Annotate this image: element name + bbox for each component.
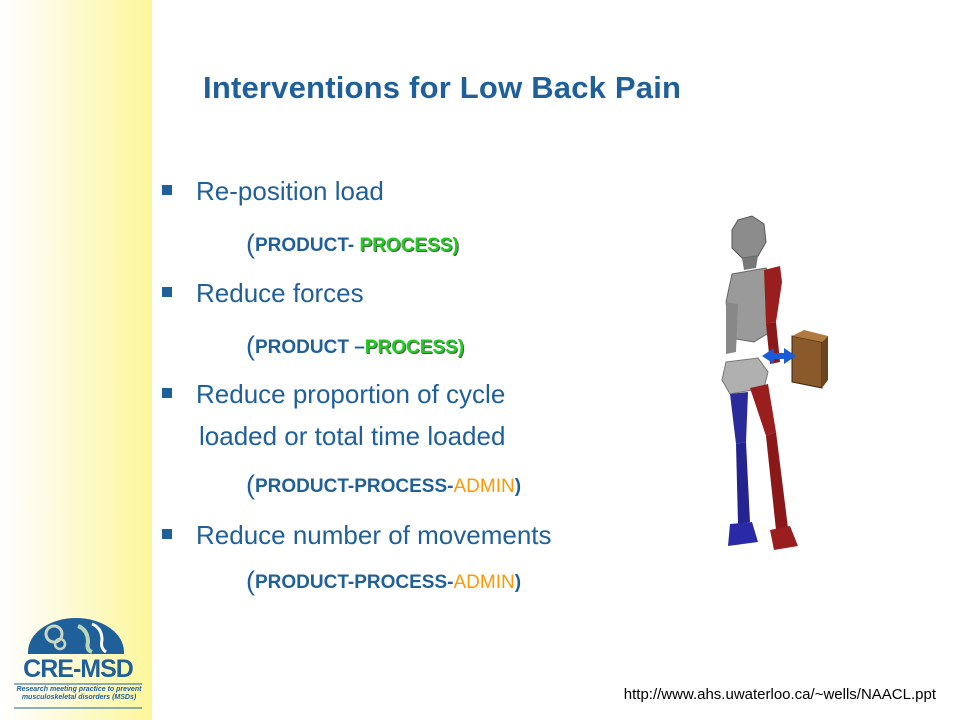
close-paren: ): [452, 235, 459, 256]
bullet-item-4: Reduce number of movements: [162, 520, 552, 551]
open-paren: (: [246, 470, 255, 500]
close-paren: ): [514, 476, 522, 497]
left-yellow-band: [0, 0, 152, 720]
open-paren: (: [246, 566, 255, 596]
product-label: PRODUCT –: [255, 337, 365, 358]
bullet-square-icon: [162, 185, 172, 196]
logo-tagline-line-2: musculoskeletal disorders (MSDs): [21, 694, 137, 701]
admin-label: ADMIN: [453, 476, 515, 497]
admin-label: ADMIN: [453, 572, 515, 593]
bullet-item-2: Reduce forces: [162, 278, 364, 309]
sub-label-3: (PRODUCT-PROCESS-ADMIN): [246, 470, 521, 501]
mannequin-lifting-figure: [721, 215, 828, 550]
logo-wordmark: CRE-MSD: [23, 655, 134, 683]
sub-label-1: (PRODUCT- PROCESS): [246, 229, 459, 260]
bullet-text: Reduce forces: [196, 278, 364, 308]
product-label: PRODUCT-PROCESS-: [255, 476, 454, 497]
cre-msd-logo: [14, 618, 142, 709]
logo-tagline: Research meeting practice to prevent mus…: [14, 686, 144, 702]
bullet-item-3-continuation: loaded or total time loaded: [199, 421, 506, 451]
gear-icon: [44, 624, 64, 644]
process-label: PROCESS: [364, 337, 458, 358]
process-label: PROCESS: [359, 235, 453, 256]
bullet-square-icon: [162, 388, 172, 399]
open-paren: (: [246, 229, 255, 259]
open-paren: (: [246, 331, 255, 361]
bullet-text: Reduce proportion of cycle: [196, 379, 506, 409]
sub-label-4: (PRODUCT-PROCESS-ADMIN): [246, 566, 521, 597]
bullet-text: Re-position load: [196, 176, 384, 206]
bullet-item-3: Reduce proportion of cycle: [162, 379, 505, 410]
sub-label-2: (PRODUCT –PROCESS): [246, 331, 464, 362]
logo-tagline-line-1: Research meeting practice to prevent: [16, 686, 142, 693]
bullet-item-1: Re-position load: [162, 176, 384, 207]
bullet-square-icon: [162, 529, 172, 540]
bullet-square-icon: [162, 287, 172, 298]
close-paren: ): [457, 337, 465, 358]
product-label: PRODUCT-: [255, 235, 360, 256]
close-paren: ): [514, 572, 522, 593]
product-label: PRODUCT-PROCESS-: [255, 572, 454, 593]
footer-url: http://www.ahs.uwaterloo.ca/~wells/NAACL…: [623, 686, 936, 703]
bullet-text: Reduce number of movements: [196, 520, 552, 550]
slide-title: Interventions for Low Back Pain: [203, 70, 682, 105]
